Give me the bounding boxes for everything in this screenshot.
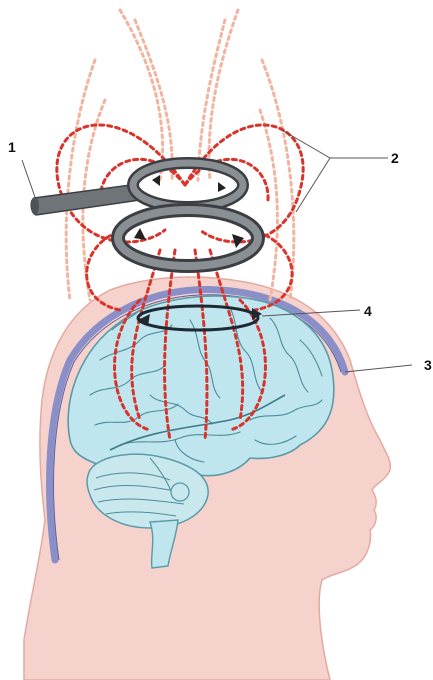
- magnetic-field-lines-faint: [66, 10, 294, 300]
- callout-4: 4: [364, 303, 372, 319]
- pons: [171, 483, 189, 501]
- callout-3: 3: [424, 357, 432, 373]
- coil-handle-end: [31, 197, 39, 215]
- callout-1: 1: [8, 139, 16, 155]
- callout-2: 2: [391, 150, 399, 166]
